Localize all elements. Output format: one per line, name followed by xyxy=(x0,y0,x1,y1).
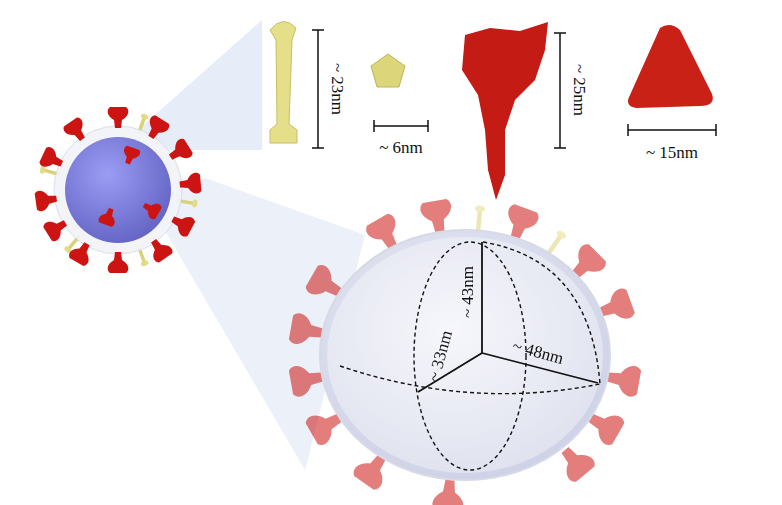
axis-line xyxy=(418,242,598,392)
dimension-bracket xyxy=(312,30,716,148)
spike-protein xyxy=(462,22,548,200)
virus-particle xyxy=(34,107,201,273)
dashed-outline xyxy=(340,242,600,470)
envelope-sphere xyxy=(320,230,610,480)
spike-protein-top xyxy=(628,25,713,108)
dimension-label: ~ 23nm xyxy=(329,63,346,115)
virus-envelope-closeup xyxy=(288,198,641,505)
dimension-label: ~ 25nm xyxy=(571,64,588,116)
membrane-protein xyxy=(270,21,297,143)
dimension-label: ~ 43nm xyxy=(459,266,476,318)
dimension-label: ~ 15nm xyxy=(646,144,698,161)
envelope-sphere xyxy=(327,237,603,473)
dimension-label: ~ 6nm xyxy=(379,139,423,156)
envelope-protein xyxy=(371,54,405,87)
zoom-wedge xyxy=(140,20,262,150)
